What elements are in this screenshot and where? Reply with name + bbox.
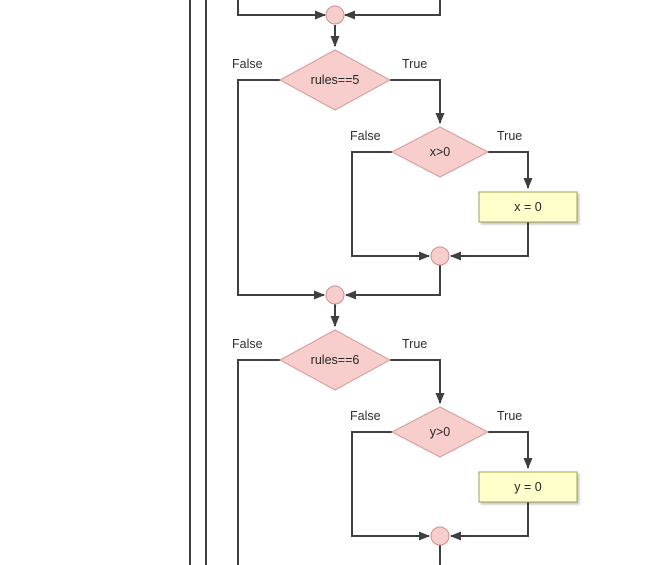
edge-label-rules6-true: True (402, 337, 427, 351)
edge-label-xgt0-true: True (497, 129, 522, 143)
edge-junction2-to-junction3[interactable] (345, 265, 441, 300)
process-x-eq-0-label: x = 0 (514, 200, 541, 214)
edge-rules5-false[interactable] (237, 79, 325, 300)
process-x-eq-0[interactable] (478, 191, 578, 223)
edge-xgt0-true[interactable] (488, 151, 533, 189)
decision-rules6[interactable] (278, 329, 392, 391)
junction-circle-3[interactable] (325, 285, 345, 305)
process-y-eq-0-label: y = 0 (514, 480, 541, 494)
edge-ygt0-true[interactable] (488, 431, 533, 469)
edge-ygt0-false[interactable] (351, 431, 430, 541)
decision-ygt0-label: y>0 (430, 425, 451, 439)
edge-top-left-into-junction1[interactable] (237, 0, 326, 20)
edge-label-ygt0-true: True (497, 409, 522, 423)
edge-label-rules6-false: False (232, 337, 263, 351)
edge-label-xgt0-false: False (350, 129, 381, 143)
edge-label-rules5-true: True (402, 57, 427, 71)
edge-rules5-true[interactable] (390, 79, 445, 124)
decision-xgt0-label: x>0 (430, 145, 451, 159)
edge-rules6-true[interactable] (390, 359, 445, 404)
edge-label-ygt0-false: False (350, 409, 381, 423)
junction-circle-4[interactable] (430, 526, 450, 546)
decision-xgt0[interactable] (390, 126, 490, 178)
edge-yeq0-to-junction4[interactable] (450, 502, 529, 541)
edge-rules6-false[interactable] (237, 359, 280, 565)
decision-ygt0[interactable] (390, 406, 490, 458)
junction-circle-2[interactable] (430, 246, 450, 266)
edge-xeq0-to-junction2[interactable] (450, 222, 529, 261)
edge-top-right-into-junction1[interactable] (344, 0, 441, 20)
junction-circle-1[interactable] (325, 5, 345, 25)
edge-label-rules5-false: False (232, 57, 263, 71)
edge-xgt0-false[interactable] (351, 151, 430, 261)
decision-rules5[interactable] (278, 49, 392, 111)
process-y-eq-0[interactable] (478, 471, 578, 503)
decision-rules6-label: rules==6 (311, 353, 360, 367)
decision-rules5-label: rules==5 (311, 73, 360, 87)
